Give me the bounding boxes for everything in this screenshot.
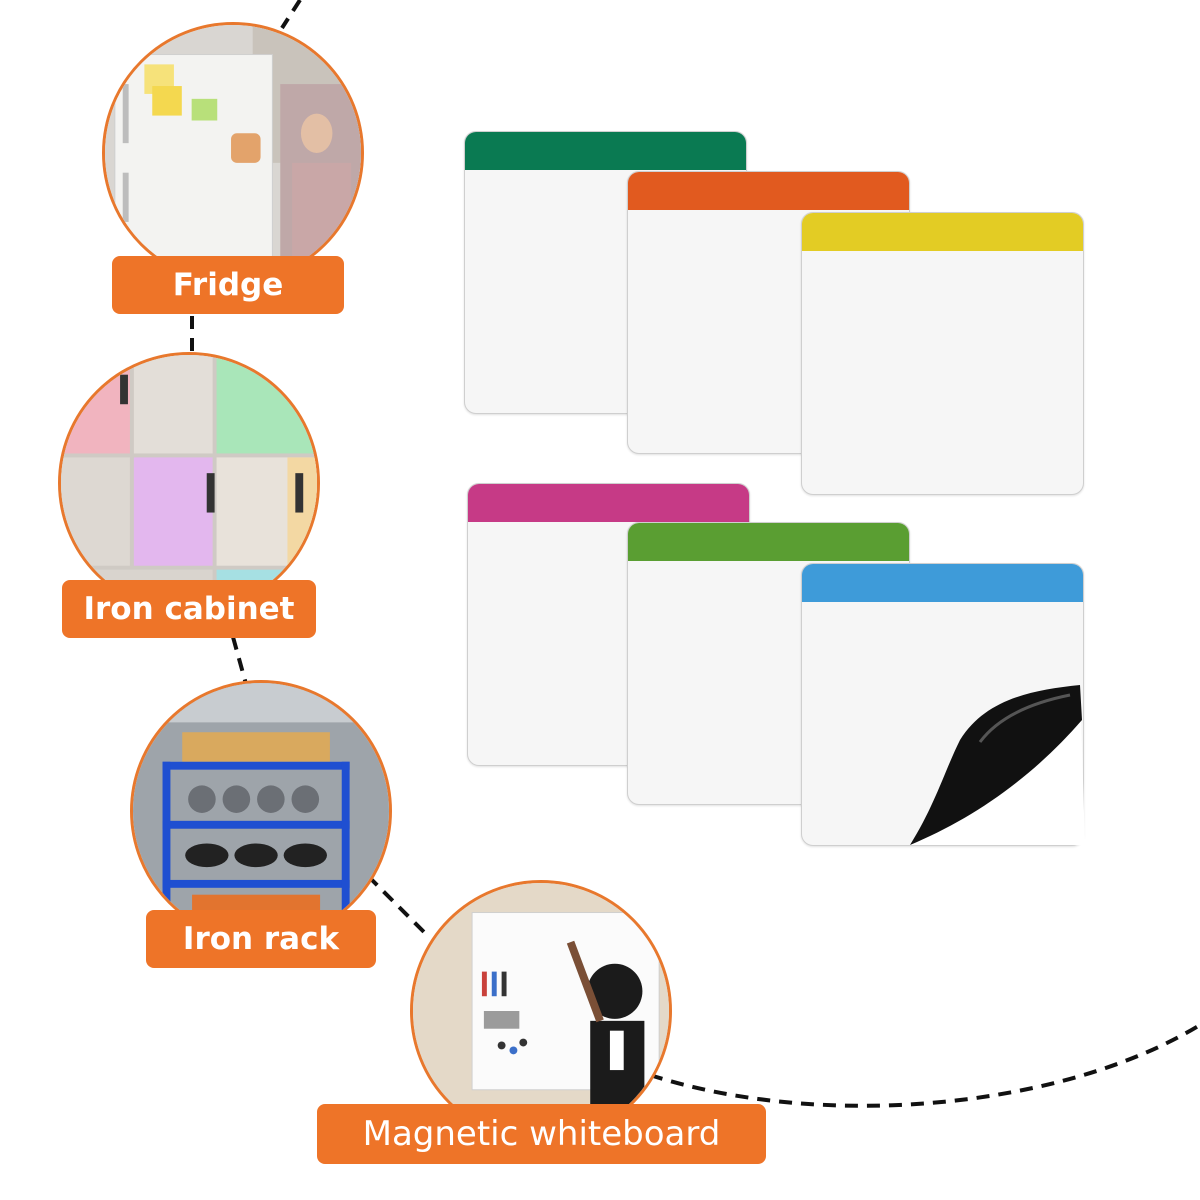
label-magnetic-whiteboard: Magnetic whiteboard: [317, 1104, 766, 1164]
sheet-header-band: [802, 564, 1083, 602]
magnetic-backing-curl: [910, 685, 1085, 845]
label-fridge: Fridge: [112, 256, 344, 314]
sheet-header-band: [468, 484, 749, 522]
sheet-header-band: [802, 213, 1083, 251]
sheet-header-band: [628, 172, 909, 210]
magnetic-whiteboard-photo: [410, 880, 672, 1142]
whiteboard-sheet-yellow: [801, 212, 1084, 495]
fridge-photo: [102, 22, 364, 284]
label-iron-rack: Iron rack: [146, 910, 376, 968]
label-iron-cabinet: Iron cabinet: [62, 580, 316, 638]
iron-rack-photo: [130, 680, 392, 942]
iron-cabinet-photo: [58, 352, 320, 614]
sheet-header-band: [628, 523, 909, 561]
sheet-header-band: [465, 132, 746, 170]
